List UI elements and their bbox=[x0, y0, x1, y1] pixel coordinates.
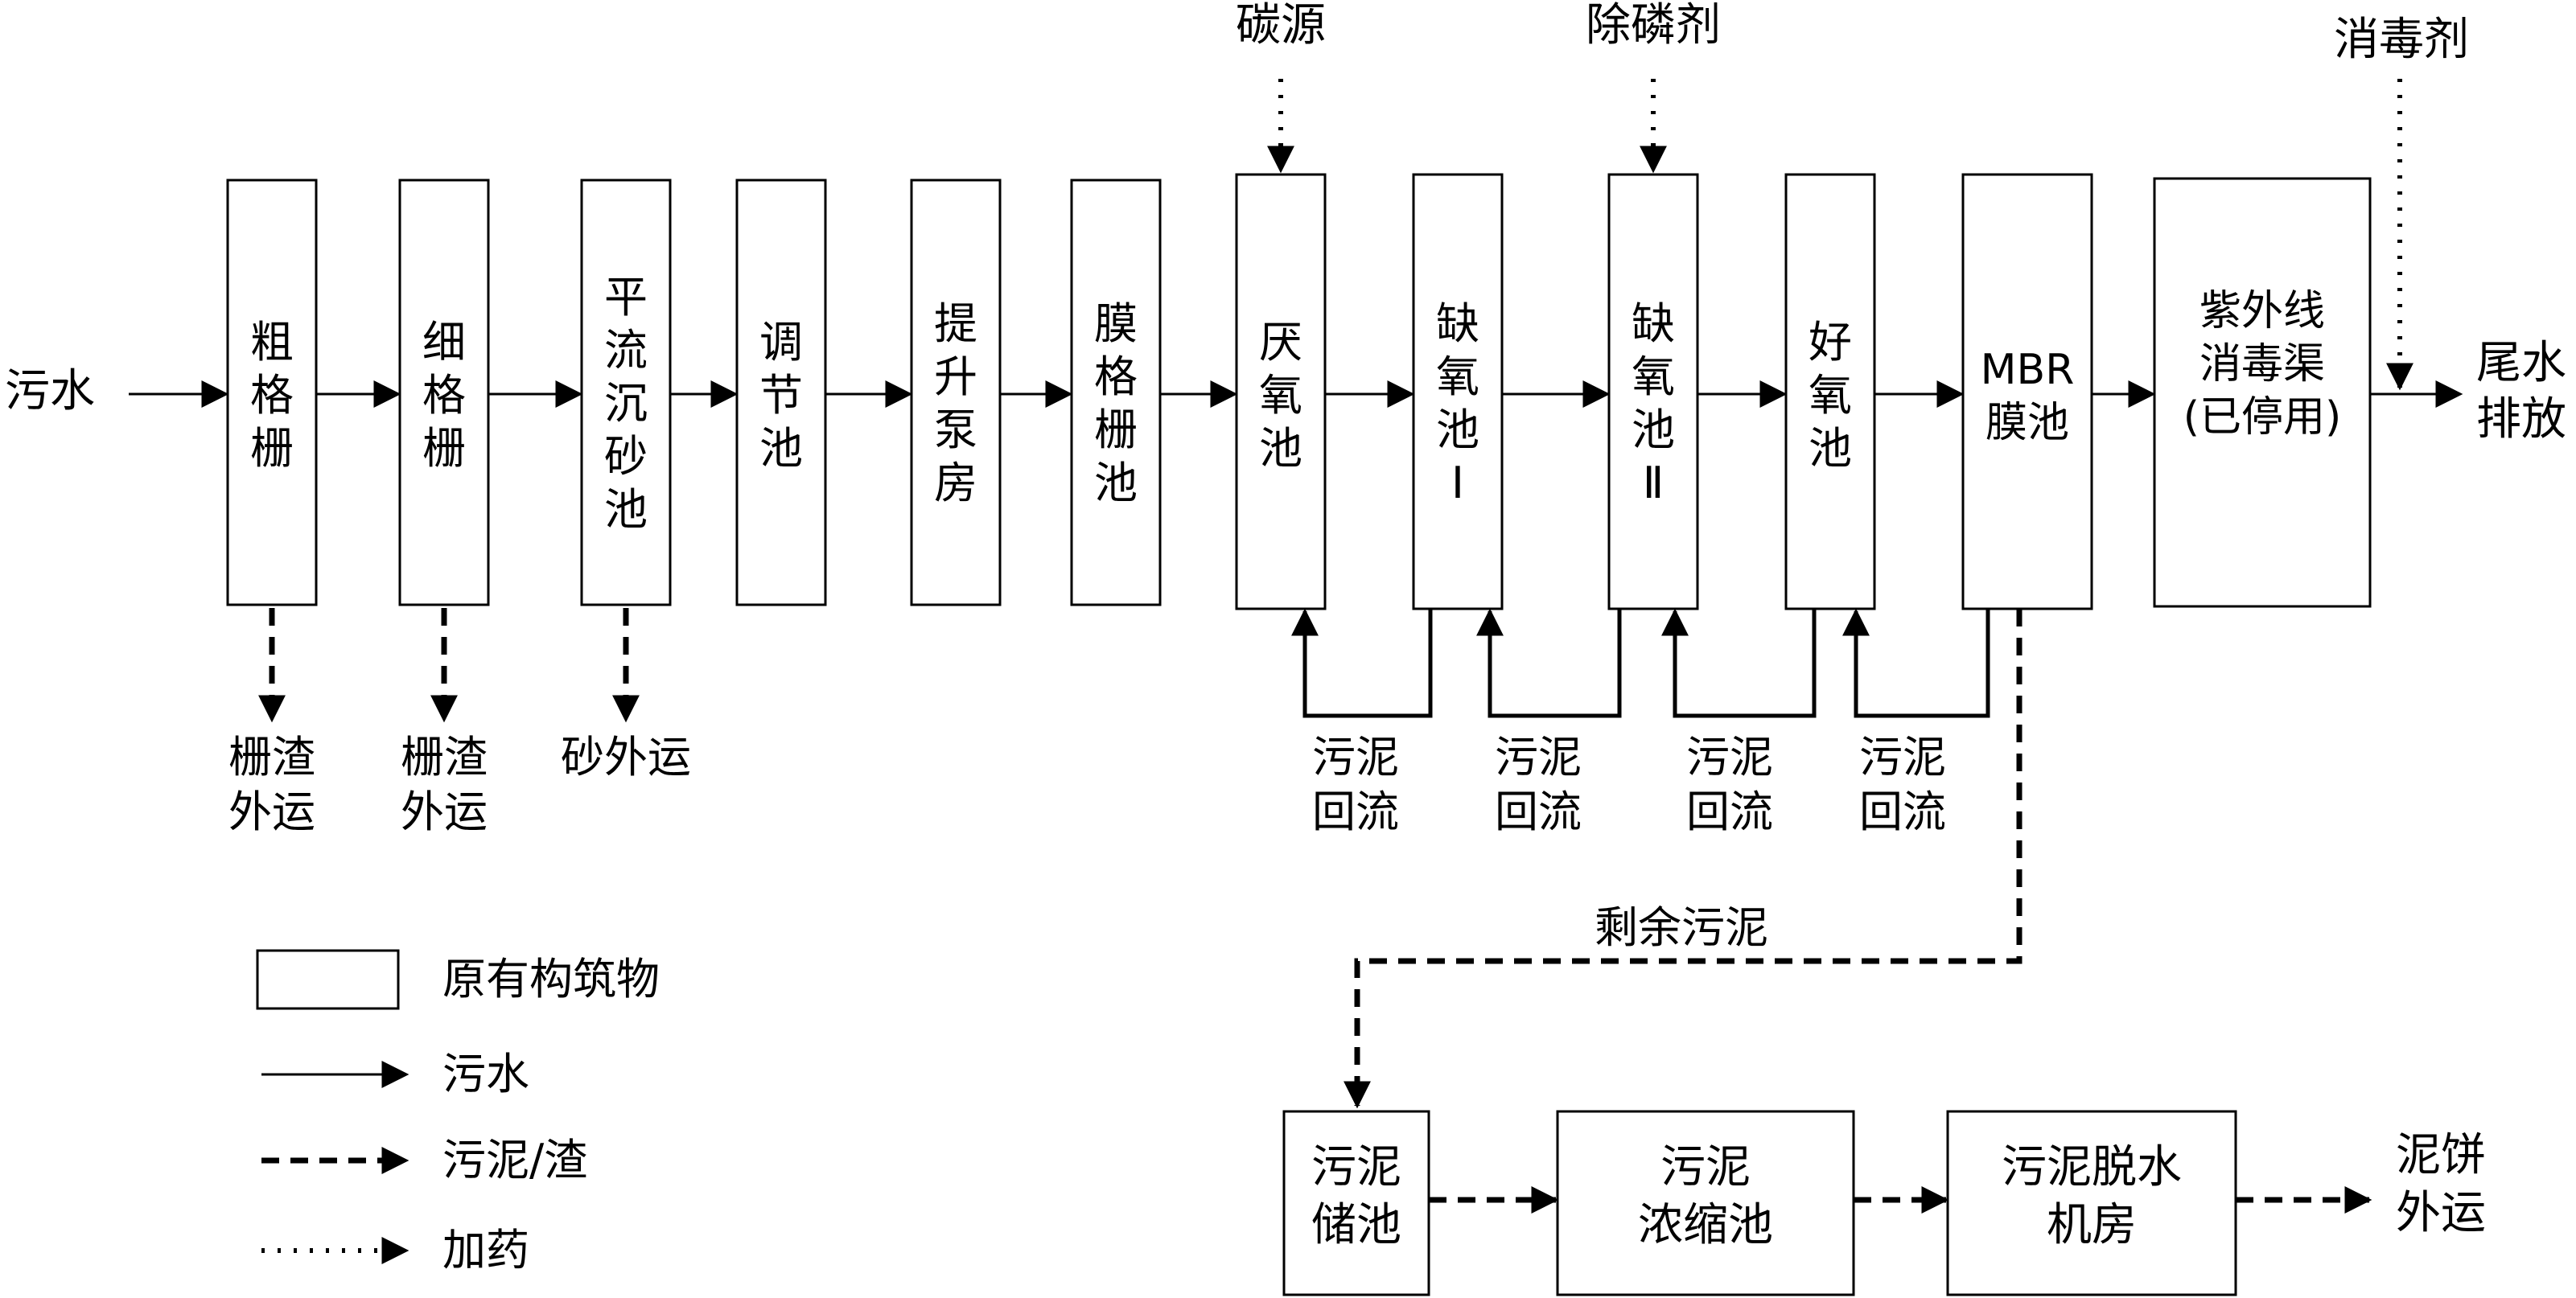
unit-box-fine-screen bbox=[398, 179, 490, 606]
unit-box-mbr-tank bbox=[1961, 173, 2093, 610]
sludge-label-sludge-dewatering-line: 机房 bbox=[2047, 1199, 2137, 1251]
sludge-label-sludge-storage-line: 污泥 bbox=[1311, 1141, 1401, 1193]
sludge-return-arrow bbox=[1291, 608, 1433, 718]
screenings-label-screenings-2-line: 栅渣 bbox=[401, 732, 488, 782]
unit-label-aerobic-tank-line: 好 bbox=[1809, 317, 1852, 368]
sludge-return-label-line: 污泥 bbox=[1495, 732, 1582, 782]
unit-box-membrane-screen-tank bbox=[1070, 179, 1162, 606]
cake-output-label-line: 泥饼 bbox=[2396, 1129, 2486, 1181]
unit-label-coarse-screen-line: 格 bbox=[250, 370, 294, 421]
legend-label: 污泥/渣 bbox=[442, 1135, 587, 1185]
sludge-box-sludge-dewatering bbox=[1946, 1110, 2237, 1296]
outflow-label-line: 尾水 bbox=[2476, 337, 2566, 389]
unit-label-lift-pump-house-line: 提 bbox=[934, 298, 977, 349]
sludge-return-label-line: 污泥 bbox=[1312, 732, 1399, 782]
unit-label-anoxic-tank-1-line: Ⅰ bbox=[1451, 458, 1464, 508]
unit-label-aerobic-tank-line: 池 bbox=[1809, 423, 1852, 474]
unit-label-anoxic-tank-2-line: 池 bbox=[1632, 405, 1675, 455]
unit-label-lift-pump-house-line: 泵 bbox=[934, 405, 977, 455]
unit-label-anaerobic-tank-line: 厌 bbox=[1259, 317, 1302, 368]
unit-label-anoxic-tank-1-line: 池 bbox=[1436, 405, 1479, 455]
unit-label-fine-screen-line: 格 bbox=[422, 370, 466, 421]
unit-label-coarse-screen-line: 粗 bbox=[250, 317, 294, 368]
unit-label-coarse-screen-line: 栅 bbox=[250, 423, 294, 474]
unit-label-membrane-screen-tank-line: 膜 bbox=[1094, 298, 1138, 349]
unit-label-grit-chamber-line: 砂 bbox=[604, 431, 648, 482]
unit-box-uv-channel bbox=[2153, 177, 2372, 608]
sludge-label-sludge-dewatering-line: 污泥脱水 bbox=[2002, 1141, 2182, 1193]
sludge-label-sludge-storage-line: 储池 bbox=[1311, 1199, 1401, 1251]
unit-label-anoxic-tank-1-line: 氧 bbox=[1436, 351, 1479, 402]
unit-label-equalization-tank-line: 节 bbox=[759, 370, 803, 421]
unit-box-equalization-tank bbox=[735, 179, 827, 606]
screenings-label-screenings-1-line: 外运 bbox=[228, 787, 315, 837]
unit-label-lift-pump-house-line: 房 bbox=[934, 458, 977, 508]
unit-label-fine-screen-line: 栅 bbox=[422, 423, 466, 474]
legend-box-swatch bbox=[256, 949, 400, 1010]
unit-label-membrane-screen-tank-line: 池 bbox=[1094, 458, 1138, 508]
unit-label-anaerobic-tank-line: 池 bbox=[1259, 423, 1302, 474]
sludge-label-sludge-thickener-line: 浓缩池 bbox=[1638, 1199, 1773, 1251]
unit-label-grit-chamber-line: 平 bbox=[604, 272, 648, 322]
unit-box-aerobic-tank bbox=[1784, 173, 1876, 610]
outflow-label-line: 排放 bbox=[2476, 393, 2566, 446]
unit-label-mbr-tank-line: 膜池 bbox=[1985, 399, 2069, 447]
unit-label-anoxic-tank-2-line: Ⅱ bbox=[1643, 458, 1665, 508]
sludge-return-label-line: 回流 bbox=[1495, 787, 1582, 837]
unit-label-grit-chamber-line: 流 bbox=[604, 325, 648, 376]
unit-box-grit-chamber bbox=[580, 179, 672, 606]
sludge-return-label-line: 回流 bbox=[1312, 787, 1399, 837]
unit-label-uv-channel-line: 消毒渠 bbox=[2199, 340, 2325, 388]
unit-label-membrane-screen-tank-line: 格 bbox=[1094, 351, 1138, 402]
unit-label-equalization-tank-line: 调 bbox=[759, 317, 803, 368]
unit-box-layer bbox=[226, 173, 2372, 1296]
unit-label-anaerobic-tank-line: 氧 bbox=[1259, 370, 1302, 421]
sludge-return-label-line: 回流 bbox=[1859, 787, 1946, 837]
unit-label-anoxic-tank-1-line: 缺 bbox=[1436, 298, 1479, 349]
unit-box-anaerobic-tank bbox=[1235, 173, 1327, 610]
screenings-label-screenings-1-line: 栅渣 bbox=[228, 732, 315, 782]
label-layer: 粗格栅细格栅平流沉砂池调节池提升泵房膜格栅池厌氧池缺氧池Ⅰ缺氧池Ⅱ好氧池MBR膜… bbox=[5, 0, 2566, 1275]
legend-label: 加药 bbox=[442, 1225, 529, 1275]
unit-box-anoxic-tank-2 bbox=[1607, 173, 1699, 610]
sludge-return-arrow bbox=[1842, 608, 1990, 718]
sludge-return-arrow bbox=[1661, 608, 1817, 718]
chemical-label-disinfectant: 消毒剂 bbox=[2334, 14, 2469, 66]
sludge-return-label-line: 污泥 bbox=[1859, 732, 1946, 782]
sludge-box-sludge-thickener bbox=[1556, 1110, 1855, 1296]
excess-sludge-label: 剩余污泥 bbox=[1595, 902, 1768, 953]
sludge-box-sludge-storage bbox=[1282, 1110, 1430, 1296]
chemical-label-carbon-source: 碳源 bbox=[1236, 0, 1326, 51]
unit-label-anoxic-tank-2-line: 缺 bbox=[1632, 298, 1675, 349]
unit-label-uv-channel-line: (已停用) bbox=[2183, 393, 2342, 442]
sludge-return-label-line: 污泥 bbox=[1686, 732, 1773, 782]
unit-label-mbr-tank-line: MBR bbox=[1981, 346, 2075, 394]
legend-label: 污水 bbox=[442, 1049, 529, 1099]
connector-layer bbox=[129, 79, 2463, 1264]
chemical-label-phosphorus-removal-agent: 除磷剂 bbox=[1586, 0, 1721, 51]
unit-box-coarse-screen bbox=[226, 179, 318, 606]
inflow-label: 污水 bbox=[5, 365, 95, 417]
cake-output-label-line: 外运 bbox=[2396, 1187, 2486, 1239]
unit-label-lift-pump-house-line: 升 bbox=[934, 351, 977, 402]
sludge-return-arrow bbox=[1476, 608, 1622, 718]
unit-box-anoxic-tank-1 bbox=[1412, 173, 1504, 610]
excess-sludge-arrow bbox=[1344, 609, 2023, 1109]
unit-label-grit-chamber-line: 沉 bbox=[604, 378, 648, 429]
unit-label-aerobic-tank-line: 氧 bbox=[1809, 370, 1852, 421]
screenings-label-screenings-2-line: 外运 bbox=[401, 787, 488, 837]
unit-label-anoxic-tank-2-line: 氧 bbox=[1632, 351, 1675, 402]
legend-label: 原有构筑物 bbox=[442, 954, 660, 1004]
sludge-return-label-line: 回流 bbox=[1686, 787, 1773, 837]
unit-label-fine-screen-line: 细 bbox=[422, 317, 466, 368]
unit-label-membrane-screen-tank-line: 栅 bbox=[1094, 405, 1138, 455]
sludge-label-sludge-thickener-line: 污泥 bbox=[1660, 1141, 1751, 1193]
unit-label-grit-chamber-line: 池 bbox=[604, 484, 648, 535]
unit-label-uv-channel-line: 紫外线 bbox=[2199, 287, 2325, 335]
unit-box-lift-pump-house bbox=[910, 179, 1002, 606]
screenings-label-grit-out-line: 砂外运 bbox=[561, 732, 691, 782]
unit-label-equalization-tank-line: 池 bbox=[759, 423, 803, 474]
